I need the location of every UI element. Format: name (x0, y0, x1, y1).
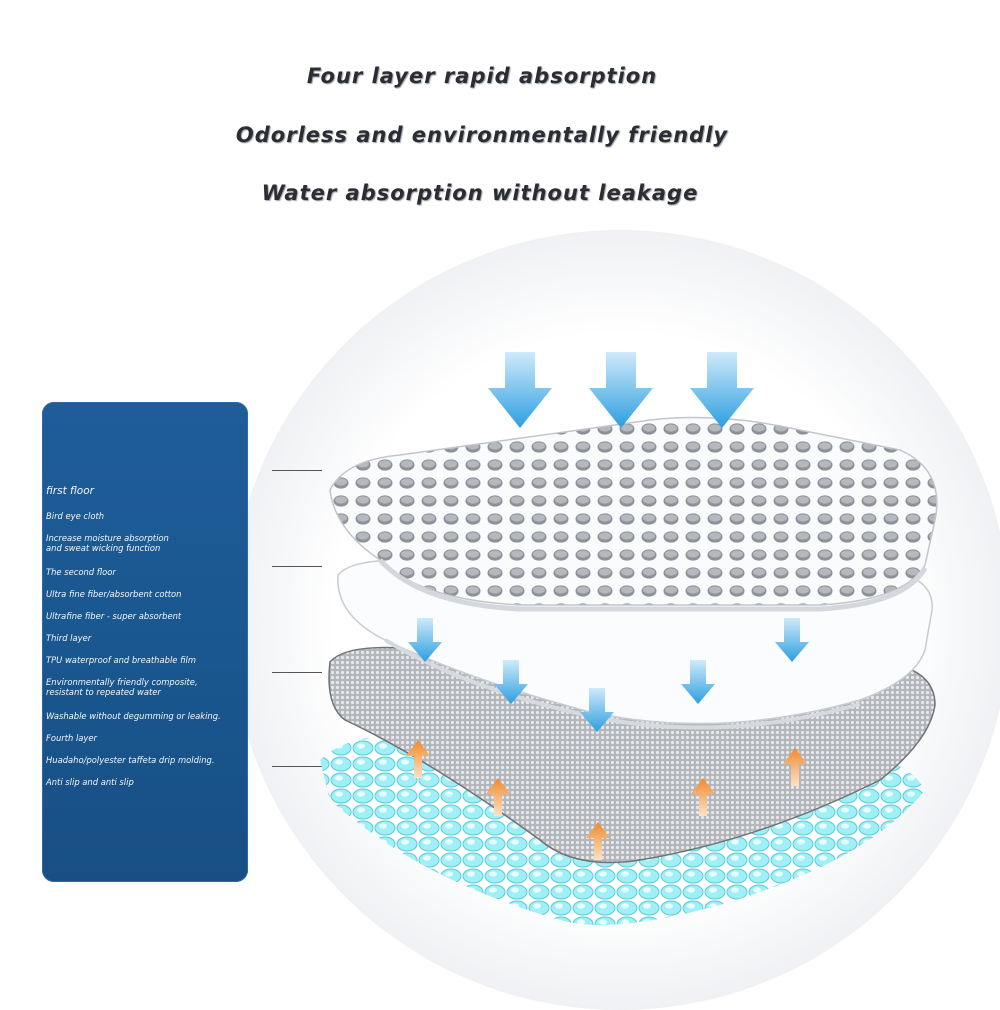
headline-absorption: Four layer rapid absorption (306, 64, 658, 88)
arrow-down-icon (408, 618, 809, 732)
layer-legend-panel: first floor Bird eye cloth Increase mois… (42, 402, 248, 882)
headline-odorless: Odorless and environmentally friendly (235, 123, 729, 147)
arrow-down-icon (488, 352, 754, 428)
legend-second-floor: The second floor (46, 567, 116, 577)
legend-first-floor: first floor (46, 485, 94, 497)
arrow-up-icon (406, 740, 807, 860)
legend-taffeta: Huadaho/polyester taffeta drip molding. (46, 755, 215, 765)
legend-tpu-film: TPU waterproof and breathable film (46, 655, 196, 665)
legend-moisture-absorption: Increase moisture absorption and sweat w… (46, 533, 169, 553)
leader-line-4 (272, 766, 322, 768)
legend-anti-slip: Anti slip and anti slip (46, 777, 134, 787)
legend-third-layer: Third layer (46, 633, 92, 643)
legend-ultra-fine-fiber: Ultra fine fiber/absorbent cotton (46, 589, 182, 599)
leader-line-3 (272, 672, 322, 674)
legend-washable: Washable without degumming or leaking. (46, 711, 221, 721)
legend-super-absorbent: Ultrafine fiber - super absorbent (46, 611, 182, 621)
leader-line-2 (272, 566, 322, 568)
legend-bird-eye-cloth: Bird eye cloth (46, 511, 105, 521)
legend-composite: Environmentally friendly composite, resi… (46, 677, 198, 697)
legend-fourth-layer: Fourth layer (46, 733, 97, 743)
leader-line-1 (272, 470, 322, 472)
headline-no-leakage: Water absorption without leakage (261, 181, 699, 205)
first-layer-perforated (329, 416, 938, 606)
